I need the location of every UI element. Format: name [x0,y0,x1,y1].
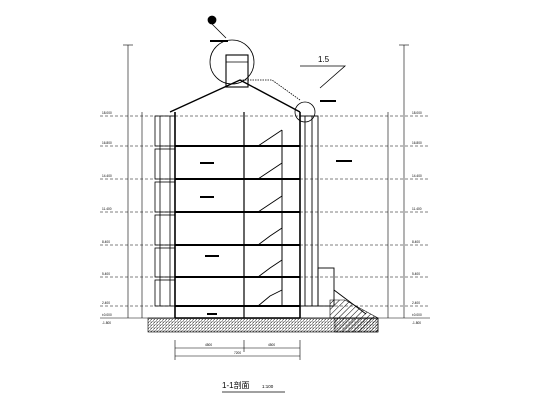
level-label: 18.000 [412,111,422,115]
right-dimension-chain [387,44,409,318]
level-label: 5.400 [412,272,420,276]
building-section [169,54,301,319]
level-label: 14.400 [102,174,112,178]
foundation [147,299,379,333]
level-label: 5.400 [102,272,110,276]
dimension-label: 4500 [205,343,212,347]
drawing-title: 1-1剖面 1:100 [222,380,285,393]
level-labels-right: 18.000 16.800 14.400 11.400 8.400 5.400 … [412,111,422,325]
dimension-label: 4500 [268,343,275,347]
level-label: 14.400 [412,174,422,178]
level-label: ±0.000 [412,313,422,317]
bottom-dimensions: 4500 7200 4500 [174,340,301,360]
right-annex [299,115,367,315]
section-title: 1-1剖面 [222,380,250,390]
detail-callouts [207,15,316,123]
level-label: 16.800 [102,141,112,145]
level-label: ±0.000 [102,313,112,317]
level-label: -1.800 [102,321,111,325]
level-labels-left: 18.000 16.800 14.400 11.400 8.400 5.400 … [102,111,112,325]
level-label: 8.400 [412,240,420,244]
level-label: 18.000 [102,111,112,115]
scale-label: 1:100 [262,384,274,389]
left-balconies [154,115,176,307]
level-label: 2.400 [412,301,420,305]
level-label: -1.800 [412,321,421,325]
level-label: 2.400 [102,301,110,305]
level-label: 11.400 [412,207,422,211]
slope-label: 1.5 [318,55,330,64]
dimension-label: 7200 [234,351,241,355]
left-dimension-chain [123,44,143,318]
level-label: 8.400 [102,240,110,244]
stairs [257,129,283,307]
slope-annotation: 1.5 [300,55,347,89]
room-tags [200,40,352,315]
level-label: 11.400 [102,207,112,211]
level-label: 16.800 [412,141,422,145]
